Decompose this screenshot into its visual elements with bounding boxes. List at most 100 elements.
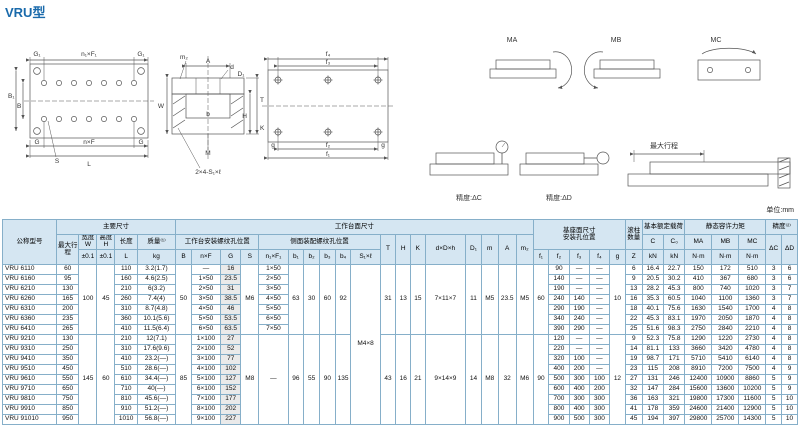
data-cell: 1970 (684, 314, 713, 325)
data-cell: 8 (781, 334, 798, 345)
data-cell: 2×50 (190, 284, 222, 295)
data-cell: 4×100 (190, 364, 222, 375)
data-cell: 5 (765, 384, 783, 395)
data-cell: 5410 (711, 354, 740, 365)
data-cell: 2×100 (190, 344, 222, 355)
data-cell: 25700 (711, 414, 740, 425)
data-cell: 8860 (738, 374, 767, 385)
data-cell: 3.2(1.7) (136, 264, 177, 275)
data-cell: 4 (765, 324, 783, 335)
data-cell: 300 (568, 374, 590, 385)
data-cell: 60.5 (663, 294, 686, 305)
data-cell: 359 (663, 404, 686, 415)
data-cell: 7500 (738, 364, 767, 375)
data-cell: M6 (240, 264, 260, 335)
data-cell: 208 (663, 364, 686, 375)
data-cell: — (568, 264, 590, 275)
header-cell: 静态容许力矩 (684, 219, 767, 235)
section-view-drawing (165, 56, 259, 169)
data-cell: 31 (379, 264, 397, 335)
model-cell: VRU 6360 (2, 314, 57, 325)
data-cell: 290 (568, 324, 590, 335)
data-cell: 4 (765, 364, 783, 375)
header-cell: H (395, 234, 412, 265)
data-cell: 250 (55, 344, 80, 355)
data-cell: 810 (114, 394, 138, 405)
data-cell: 34.4(—) (136, 374, 177, 385)
data-cell: 50 (175, 264, 192, 335)
header-cell: 宽度W (78, 234, 98, 250)
drawing-label: S (55, 158, 60, 165)
data-cell: 7200 (711, 364, 740, 375)
data-cell: 63 (287, 264, 305, 335)
data-cell: 650 (55, 384, 80, 395)
data-cell: 4×50 (258, 294, 289, 305)
data-cell: 750 (55, 394, 80, 405)
data-cell: 9×14×9 (424, 334, 467, 425)
data-cell: 240 (568, 314, 590, 325)
data-cell: 63.5 (220, 324, 242, 335)
header-cell: N·m (738, 249, 767, 265)
data-cell: 8910 (684, 364, 713, 375)
drawing-label: B (17, 103, 21, 110)
data-cell: 27 (624, 374, 643, 385)
data-cell: 16 (395, 334, 412, 425)
model-cell: VRU 9710 (2, 384, 57, 395)
data-cell: 13 (624, 284, 643, 295)
data-cell: 2840 (711, 324, 740, 335)
data-cell: 350 (55, 354, 80, 365)
data-cell: 25 (624, 324, 643, 335)
data-cell: 5 (765, 414, 783, 425)
header-cell: G (220, 249, 242, 265)
data-cell: 290 (548, 304, 570, 315)
data-cell: 17300 (711, 394, 740, 405)
header-cell: n×F (190, 249, 222, 265)
data-cell: 15 (410, 264, 426, 335)
data-cell: 6×50 (190, 324, 222, 335)
data-cell: 9 (781, 374, 798, 385)
header-cell: N·m (711, 249, 740, 265)
data-cell: 45.3 (641, 314, 665, 325)
header-cell: 工作台面尺寸 (175, 219, 534, 235)
model-cell: VRU 6410 (2, 324, 57, 335)
data-cell: 5710 (684, 354, 713, 365)
data-cell: 6 (781, 274, 798, 285)
data-cell: 53.5 (220, 314, 242, 325)
data-cell: 8 (781, 314, 798, 325)
moment-mb-diagram (583, 51, 661, 89)
technical-drawings: G₁n₁×F₁G₁B₁BGn×FGSLm₂AdD₁WbTHKM2×4-S₁×ℓf… (8, 37, 791, 202)
data-cell: 4 (765, 354, 783, 365)
data-cell: 410 (114, 354, 138, 365)
data-cell: — (588, 284, 611, 295)
data-cell: 13 (395, 264, 412, 335)
data-cell: 6 (781, 264, 798, 275)
data-cell: 200 (55, 304, 80, 315)
data-cell: 3 (765, 284, 783, 295)
data-cell: — (588, 324, 611, 335)
data-cell: 3×50 (190, 294, 222, 305)
data-cell: 410 (684, 274, 713, 285)
header-cell: MB (711, 234, 740, 250)
data-cell: 320 (548, 354, 570, 365)
data-cell: 171 (663, 354, 686, 365)
data-cell: 41 (624, 404, 643, 415)
header-cell: ±0.1 (96, 249, 116, 265)
header-cell: T (379, 234, 397, 265)
data-cell: 190 (568, 304, 590, 315)
drawing-label: g (271, 142, 275, 149)
data-cell: — (588, 334, 611, 345)
data-cell: 45 (96, 264, 116, 335)
drawing-label: B₁ (8, 93, 15, 100)
data-cell: — (568, 334, 590, 345)
data-cell: 1010 (114, 414, 138, 425)
drawing-label: G₁ (137, 51, 145, 58)
data-cell: 36 (624, 394, 643, 405)
data-cell: 35.3 (641, 294, 665, 305)
data-cell: 60 (55, 264, 80, 275)
header-cell: kg (136, 249, 177, 265)
data-cell: 21400 (711, 404, 740, 415)
